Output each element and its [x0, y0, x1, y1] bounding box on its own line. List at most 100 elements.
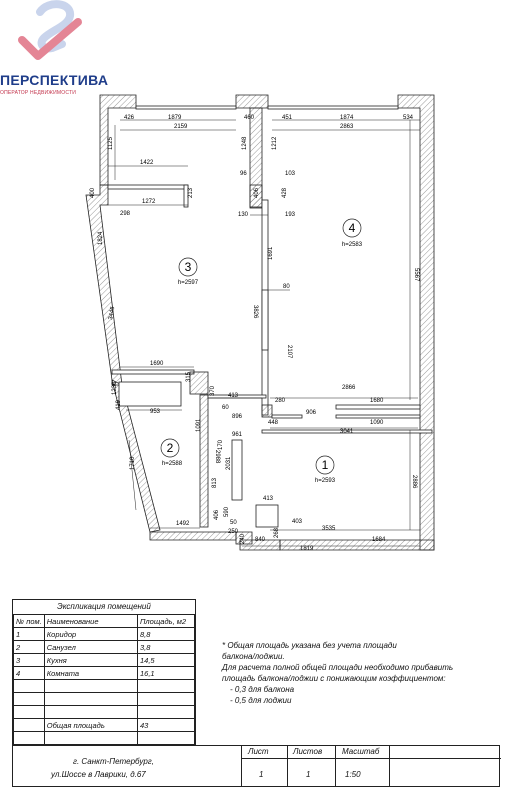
- svg-text:170: 170: [218, 439, 224, 450]
- svg-text:1422: 1422: [140, 160, 154, 166]
- table-row: 2 Санузел 3,8: [13, 640, 195, 654]
- room-4-marker: 4 h=2583: [342, 218, 363, 248]
- sheets-value: 1: [306, 770, 311, 779]
- svg-text:403: 403: [292, 519, 303, 525]
- table-row-empty: [13, 692, 195, 706]
- note-line: * Общая площадь указана без учета площад…: [222, 641, 397, 650]
- svg-text:1684: 1684: [372, 537, 386, 543]
- row-num: 1: [13, 627, 45, 641]
- row-area: 3,8: [137, 640, 195, 654]
- svg-text:813: 813: [212, 477, 218, 488]
- svg-text:840: 840: [255, 537, 266, 543]
- table-row: 4 Комната 16,1: [13, 666, 195, 680]
- svg-text:2886: 2886: [411, 475, 417, 489]
- svg-text:2866: 2866: [342, 385, 356, 391]
- logo-mark-icon: [18, 0, 82, 60]
- area-notes: * Общая площадь указана без учета площад…: [222, 640, 494, 706]
- divider: [241, 758, 501, 759]
- svg-text:1680: 1680: [370, 398, 384, 404]
- svg-text:1212: 1212: [272, 136, 278, 150]
- svg-text:h=2583: h=2583: [342, 242, 363, 248]
- sheets-label: Листов: [293, 747, 323, 756]
- sheet-value: 1: [259, 770, 264, 779]
- svg-text:3446: 3446: [108, 306, 116, 321]
- divider: [287, 746, 288, 787]
- explication-title: Экспликация помещений: [13, 600, 195, 615]
- svg-text:896: 896: [232, 414, 243, 420]
- svg-text:80: 80: [283, 284, 290, 290]
- svg-text:1824: 1824: [98, 231, 104, 245]
- company-logo: ПЕРСПЕКТИВА ОПЕРАТОР НЕДВИЖИМОСТИ: [0, 0, 110, 100]
- svg-text:419: 419: [116, 399, 122, 410]
- scale-value: 1:50: [345, 770, 361, 779]
- room-1-marker: 1 h=2593: [315, 455, 336, 484]
- svg-text:451: 451: [282, 115, 293, 121]
- svg-text:268: 268: [274, 527, 280, 538]
- svg-text:1874: 1874: [340, 115, 354, 121]
- svg-text:2159: 2159: [174, 124, 188, 130]
- svg-text:370: 370: [210, 385, 216, 396]
- svg-text:426: 426: [124, 115, 135, 121]
- svg-text:406: 406: [214, 509, 220, 520]
- logo-tagline: ОПЕРАТОР НЕДВИЖИМОСТИ: [0, 90, 77, 96]
- svg-text:2863: 2863: [340, 124, 354, 130]
- table-row-empty: [13, 705, 195, 719]
- room-3-marker: 3 h=2597: [178, 257, 199, 286]
- scale-label: Масштаб: [342, 747, 380, 756]
- svg-text:3826: 3826: [252, 305, 258, 319]
- svg-text:906: 906: [306, 410, 317, 416]
- floor-plan: 426 1879 460 451 1874 534 2159 2863 1125…: [85, 94, 435, 552]
- note-line: балкона/лоджии.: [222, 652, 285, 661]
- svg-text:413: 413: [228, 393, 239, 399]
- row-num: 2: [13, 640, 45, 654]
- svg-text:1125: 1125: [108, 136, 114, 150]
- row-name: Кухня: [43, 653, 139, 667]
- svg-text:406: 406: [254, 187, 260, 198]
- svg-text:534: 534: [403, 115, 414, 121]
- table-header-row: № пом. Наименование Площадь, м2: [13, 614, 195, 628]
- svg-text:3: 3: [185, 260, 192, 274]
- divider: [389, 746, 390, 787]
- row-name: Коридор: [43, 627, 139, 641]
- table-row: 1 Коридор 8,8: [13, 627, 195, 641]
- outer-walls: [85, 94, 435, 551]
- svg-text:1236: 1236: [112, 381, 118, 395]
- svg-text:298: 298: [120, 211, 131, 217]
- svg-text:400: 400: [90, 187, 96, 198]
- total-value: 43: [137, 718, 195, 732]
- svg-text:50: 50: [230, 520, 237, 526]
- svg-text:1879: 1879: [168, 115, 182, 121]
- svg-text:250: 250: [228, 529, 239, 535]
- svg-text:428: 428: [282, 187, 288, 198]
- svg-text:1272: 1272: [142, 199, 156, 205]
- svg-text:96: 96: [240, 171, 247, 177]
- svg-text:1690: 1690: [150, 361, 164, 367]
- divider: [335, 746, 336, 787]
- svg-text:h=2593: h=2593: [315, 478, 336, 484]
- total-label: Общая площадь: [43, 718, 139, 732]
- note-line: - 0,3 для балкона: [230, 685, 295, 694]
- svg-text:1090: 1090: [370, 420, 384, 426]
- svg-text:2031: 2031: [226, 456, 232, 470]
- svg-text:413: 413: [263, 496, 274, 502]
- svg-text:4: 4: [349, 221, 356, 235]
- note-line: площадь балкона/лоджии с понижающим коэф…: [222, 674, 446, 683]
- inner-walls: [107, 105, 433, 528]
- logo-name: ПЕРСПЕКТИВА: [0, 72, 109, 88]
- row-area: 14,5: [137, 653, 195, 667]
- svg-text:5567: 5567: [413, 268, 419, 282]
- title-block: г. Санкт-Петербург, ул.Шоссе в Лаврики, …: [12, 745, 501, 787]
- address-street: ул.Шоссе в Лаврики, д.67: [51, 770, 146, 779]
- svg-text:2: 2: [167, 441, 174, 455]
- row-num: 3: [13, 653, 45, 667]
- divider: [241, 746, 242, 787]
- note-line: - 0,5 для лоджии: [230, 696, 292, 705]
- table-row: 3 Кухня 14,5: [13, 653, 195, 667]
- svg-text:240: 240: [240, 533, 246, 544]
- svg-text:2988: 2988: [214, 450, 220, 464]
- header-name: Наименование: [43, 614, 139, 628]
- svg-text:448: 448: [268, 420, 279, 426]
- svg-text:h=2588: h=2588: [162, 461, 183, 467]
- dimension-labels: 426 1879 460 451 1874 534 2159 2863 1125…: [90, 115, 419, 552]
- row-area: 8,8: [137, 627, 195, 641]
